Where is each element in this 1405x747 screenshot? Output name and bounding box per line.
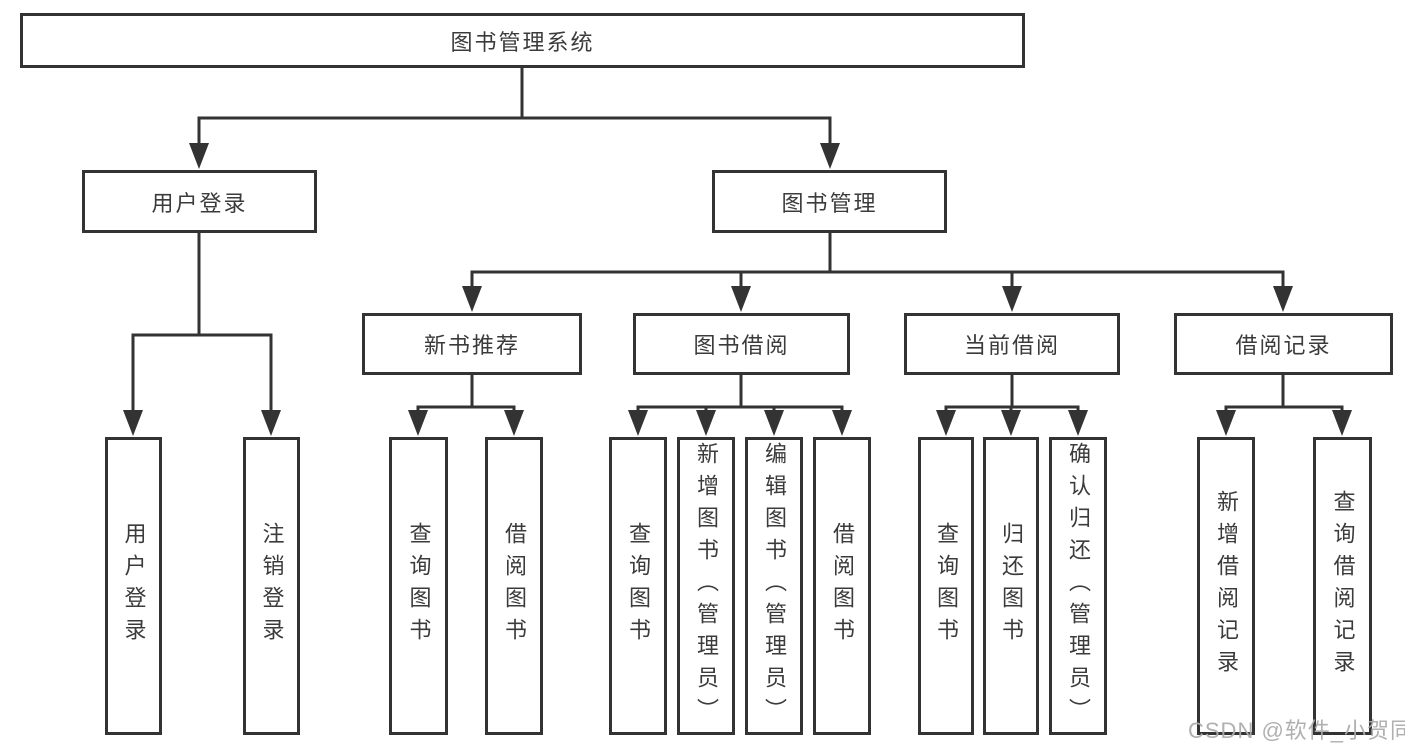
- leaf-label: 归还图书: [999, 522, 1024, 650]
- leaf-label: 新增借阅记录: [1214, 490, 1239, 682]
- arrowhead: [462, 286, 482, 312]
- arrowhead: [764, 410, 784, 436]
- connector-new-book-group: [416, 372, 516, 416]
- arrowhead: [123, 410, 143, 436]
- leaf-query-book-current: 查询图书: [918, 437, 974, 735]
- node-label: 当前借阅: [963, 333, 1060, 358]
- leaf-add-borrow-record: 新增借阅记录: [1197, 437, 1255, 735]
- node-user-login: 用户登录: [82, 170, 317, 233]
- node-label: 用户登录: [151, 190, 248, 216]
- leaf-label: 确认归还（管理员）: [1066, 442, 1091, 730]
- leaf-query-book-recommend: 查询图书: [389, 437, 448, 735]
- node-label: 图书管理系统: [450, 29, 595, 55]
- leaf-query-book-borrow: 查询图书: [609, 437, 667, 735]
- arrowhead: [936, 410, 956, 436]
- leaf-label: 用户登录: [121, 522, 147, 650]
- arrowhead: [1002, 286, 1022, 312]
- connector-current-borrow-group: [944, 372, 1080, 416]
- node-label: 新书推荐: [423, 333, 520, 358]
- arrowhead: [1273, 286, 1293, 312]
- leaf-label: 查询图书: [934, 522, 959, 650]
- connector-user-login-group: [131, 230, 273, 416]
- leaf-label: 借阅图书: [830, 522, 855, 650]
- node-label: 借阅记录: [1235, 333, 1332, 358]
- connector-root-to-level2: [197, 64, 832, 149]
- arrowhead: [189, 143, 209, 169]
- arrowhead: [261, 410, 281, 436]
- arrowhead: [1001, 410, 1021, 436]
- leaf-logout-login: 注销登录: [243, 437, 300, 735]
- arrowhead: [504, 410, 524, 436]
- arrowhead: [696, 410, 716, 436]
- node-book-borrow: 图书借阅: [633, 313, 850, 375]
- leaf-add-book-admin: 新增图书（管理员）: [677, 437, 735, 735]
- leaf-label: 查询图书: [626, 522, 651, 650]
- leaf-label: 注销登录: [259, 522, 285, 650]
- leaf-user-login: 用户登录: [105, 437, 162, 735]
- arrowhead: [820, 143, 840, 169]
- leaf-label: 查询图书: [406, 522, 432, 650]
- leaf-edit-book-admin: 编辑图书（管理员）: [745, 437, 803, 735]
- csdn-watermark: CSDN @软件_小贺同学: [1188, 718, 1405, 743]
- node-library-management-system: 图书管理系统: [20, 13, 1025, 68]
- arrowhead: [1332, 410, 1352, 436]
- arrowhead: [1216, 410, 1236, 436]
- node-new-book-recommend: 新书推荐: [362, 313, 582, 375]
- connector-book-mgmt-to-level3: [470, 230, 1285, 292]
- node-label: 图书借阅: [693, 333, 790, 358]
- leaf-label: 新增图书（管理员）: [694, 442, 719, 730]
- arrowhead: [731, 286, 751, 312]
- arrowheads: [123, 143, 1352, 436]
- leaf-label: 查询借阅记录: [1330, 490, 1356, 682]
- connector-book-borrow-group: [636, 372, 844, 416]
- node-book-management: 图书管理: [712, 170, 947, 233]
- connector-borrow-record-group: [1224, 372, 1344, 416]
- leaf-borrow-book-recommend: 借阅图书: [485, 437, 543, 735]
- arrowhead: [628, 410, 648, 436]
- node-current-borrow: 当前借阅: [904, 313, 1120, 375]
- arrowhead: [408, 410, 428, 436]
- leaf-label: 借阅图书: [502, 522, 527, 650]
- arrowhead: [832, 410, 852, 436]
- node-label: 图书管理: [781, 190, 878, 216]
- leaf-borrow-book: 借阅图书: [813, 437, 871, 735]
- node-borrow-records: 借阅记录: [1174, 313, 1393, 375]
- leaf-return-book: 归还图书: [983, 437, 1039, 735]
- leaf-confirm-return-admin: 确认归还（管理员）: [1049, 437, 1107, 735]
- leaf-label: 编辑图书（管理员）: [762, 442, 787, 730]
- leaf-query-borrow-record: 查询借阅记录: [1313, 437, 1372, 735]
- arrowhead: [1068, 410, 1088, 436]
